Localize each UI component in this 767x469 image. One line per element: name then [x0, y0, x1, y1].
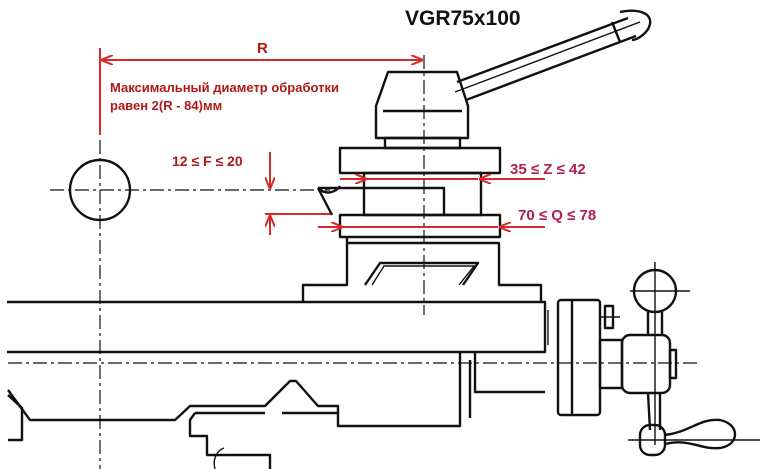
cutting-tool	[316, 185, 446, 216]
f-range-label: 12 ≤ F ≤ 20	[172, 153, 243, 169]
r-dimension-label: R	[257, 40, 268, 57]
upper-plate	[338, 146, 502, 175]
dimension-lines	[99, 48, 545, 235]
q-range-label: 70 ≤ Q ≤ 78	[518, 207, 597, 224]
note-line-1: Максимальный диаметр обработки	[110, 80, 339, 95]
saddle-body	[7, 352, 545, 428]
feed-handwheel	[556, 262, 760, 457]
z-range-label: 35 ≤ Z ≤ 42	[510, 161, 586, 178]
compound-slide	[301, 237, 543, 302]
dovetail	[364, 261, 480, 286]
model-title: VGR75x100	[405, 7, 521, 30]
workpiece-circle	[68, 158, 132, 222]
note-line-2: равен 2(R - 84)мм	[110, 98, 223, 113]
cross-slide	[7, 300, 547, 354]
toolpost-head	[374, 9, 652, 150]
